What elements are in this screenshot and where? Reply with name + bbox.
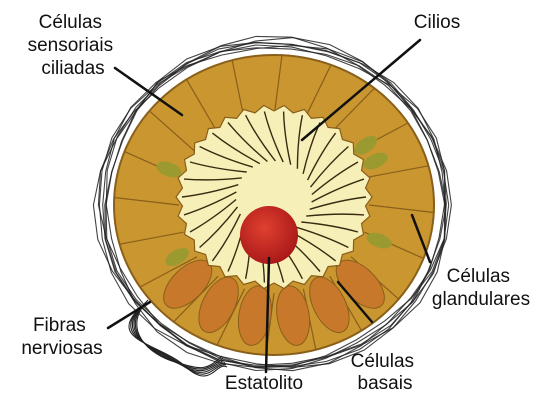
label-basal-cells-line1: Células: [351, 351, 414, 372]
label-sensory-cells-line1: Células: [39, 12, 102, 33]
label-sensory-cells-line3: ciliadas: [41, 58, 104, 79]
label-gland-cells-line1: Células: [447, 266, 510, 287]
label-nerve-fibers-line2: nerviosas: [21, 338, 102, 359]
statolith: [240, 206, 298, 264]
label-cilia-line1: Cilios: [414, 12, 460, 33]
label-gland-cells: Células glandulares: [432, 266, 530, 310]
label-nerve-fibers-line1: Fibras: [33, 315, 86, 336]
label-sensory-cells-line2: sensoriais: [28, 35, 114, 56]
label-nerve-fibers: Fibras nerviosas: [21, 315, 102, 359]
label-sensory-cells: Células sensoriais ciliadas: [28, 12, 119, 79]
label-statolith: Estatolito: [225, 373, 303, 394]
label-gland-cells-line2: glandulares: [432, 289, 530, 310]
label-cilia: Cilios: [414, 12, 460, 33]
label-basal-cells-line2: basais: [358, 373, 413, 394]
label-basal-cells: Células basais: [351, 351, 420, 394]
label-statolith-line1: Estatolito: [225, 373, 303, 394]
